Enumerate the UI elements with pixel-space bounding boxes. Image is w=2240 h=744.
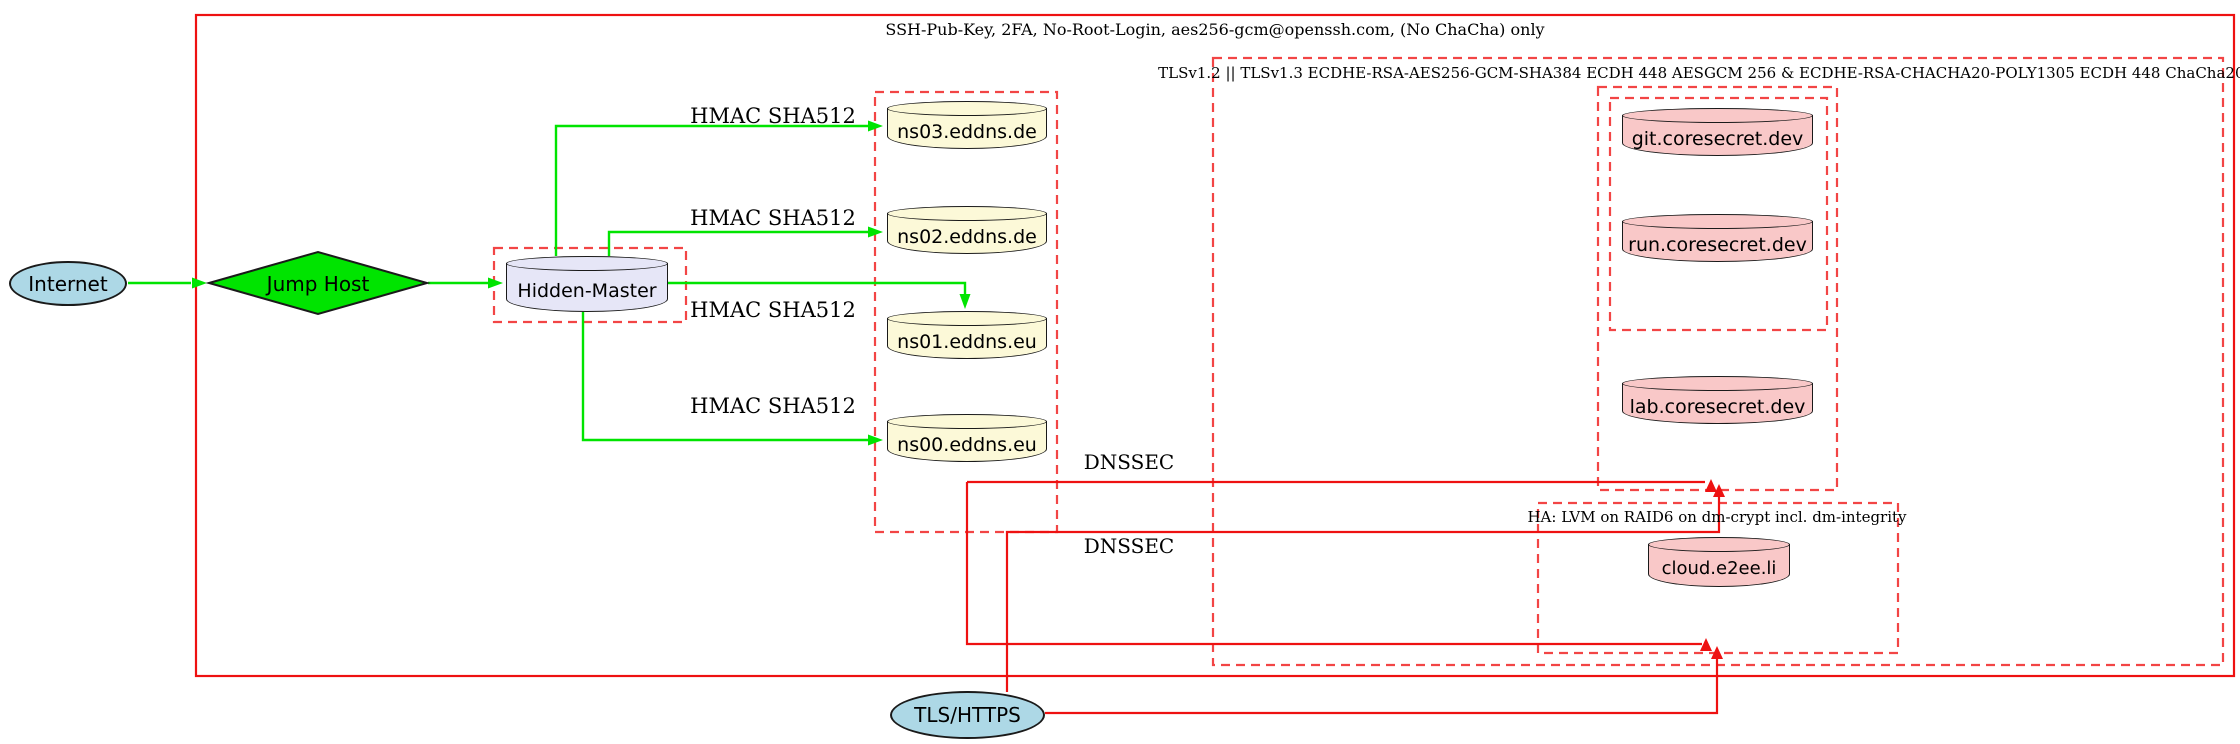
edge-hidden-master-to-ns00: [581, 312, 869, 442]
edge-dnssec-to-ha: [965, 482, 1702, 646]
node-internet-label: Internet: [28, 271, 108, 296]
node-lab-coresecret-dev: lab.coresecret.dev: [1622, 376, 1813, 424]
git-cylinder-top: [1622, 108, 1813, 123]
node-ns01-label: ns01.eddns.eu: [897, 330, 1037, 353]
edge-label-hmac-ns02: HMAC SHA512: [690, 206, 856, 230]
node-cloud-e2ee-li: cloud.e2ee.li: [1648, 537, 1790, 587]
node-lab-label: lab.coresecret.dev: [1629, 395, 1806, 418]
node-cloud-label: cloud.e2ee.li: [1661, 558, 1777, 579]
edge-tls-https-to-www: [1005, 497, 1721, 692]
edge-tls-https-to-ha: [1045, 659, 1719, 715]
cluster-www-zone-box: [1596, 85, 1839, 492]
ns03-cylinder-top: [887, 101, 1047, 116]
arrowhead-dnssec-to-ha: [1700, 638, 1712, 651]
node-run-coresecret-dev: run.coresecret.dev: [1622, 214, 1813, 262]
arrowhead-hidden-master-to-ns03: [868, 120, 883, 132]
node-git-coresecret-dev: git.coresecret.dev: [1622, 108, 1813, 156]
arrowhead-hidden-master-to-ns00: [868, 434, 883, 446]
arrowhead-dnssec-to-www: [1705, 479, 1717, 492]
cluster-ha-zone-label: HA: LVM on RAID6 on dm-crypt incl. dm-in…: [1527, 508, 1907, 526]
node-ns02-label: ns02.eddns.de: [897, 225, 1037, 248]
lab-cylinder-top: [1622, 376, 1813, 391]
node-tls-https-label: TLS/HTTPS: [914, 703, 1021, 727]
node-run-label: run.coresecret.dev: [1628, 233, 1807, 256]
hidden-master-cylinder-body: [506, 263, 668, 312]
edge-label-hmac-ns01: HMAC SHA512: [690, 298, 856, 322]
arrowhead-hidden-master-to-ns01: [959, 294, 971, 309]
arrowhead-tls-https-to-ha: [1711, 646, 1723, 659]
node-ns00: ns00.eddns.eu: [887, 414, 1047, 462]
edge-label-dnssec-ha: DNSSEC: [1083, 534, 1175, 558]
ns00-cylinder-top: [887, 414, 1047, 429]
node-tls-https: TLS/HTTPS: [890, 691, 1045, 739]
node-internet: Internet: [9, 261, 127, 306]
edge-hidden-master-to-ns03: [554, 124, 869, 256]
arrowhead-jump-host-to-hidden-master: [488, 277, 503, 289]
cluster-tls-zone-label: TLSv1.2 || TLSv1.3 ECDHE-RSA-AES256-GCM-…: [1158, 64, 2240, 82]
node-hidden-master: Hidden-Master: [506, 256, 668, 312]
arrowhead-tls-https-to-www: [1713, 484, 1725, 497]
run-cylinder-top: [1622, 214, 1813, 229]
node-ns01: ns01.eddns.eu: [887, 311, 1047, 359]
node-ns02: ns02.eddns.de: [887, 206, 1047, 254]
ns01-cylinder-top: [887, 311, 1047, 326]
cluster-git-run-zone-box: [1608, 96, 1829, 332]
edge-hidden-master-to-ns01: [668, 281, 967, 295]
node-jump-host-label: Jump Host: [266, 272, 370, 296]
ns02-cylinder-top: [887, 206, 1047, 221]
edge-label-dnssec-www: DNSSEC: [1083, 450, 1175, 474]
node-ns03-label: ns03.eddns.de: [897, 120, 1037, 143]
node-hidden-master-label: Hidden-Master: [517, 279, 657, 302]
node-git-label: git.coresecret.dev: [1631, 127, 1804, 150]
cluster-ssh-boundary-label: SSH-Pub-Key, 2FA, No-Root-Login, aes256-…: [885, 20, 1545, 39]
cloud-cylinder-top: [1648, 537, 1790, 552]
edge-label-hmac-ns00: HMAC SHA512: [690, 394, 856, 418]
edge-hidden-master-to-ns02: [607, 230, 869, 256]
node-ns03: ns03.eddns.de: [887, 101, 1047, 149]
edge-label-hmac-ns03: HMAC SHA512: [690, 104, 856, 128]
node-ns00-label: ns00.eddns.eu: [897, 433, 1037, 456]
hidden-master-cylinder-top: [506, 256, 668, 271]
arrowhead-internet-to-jump-host: [192, 277, 207, 289]
arrowhead-hidden-master-to-ns02: [868, 226, 883, 238]
node-jump-host-shape: [205, 250, 431, 316]
cluster-ssh-boundary-box: [194, 13, 2236, 678]
